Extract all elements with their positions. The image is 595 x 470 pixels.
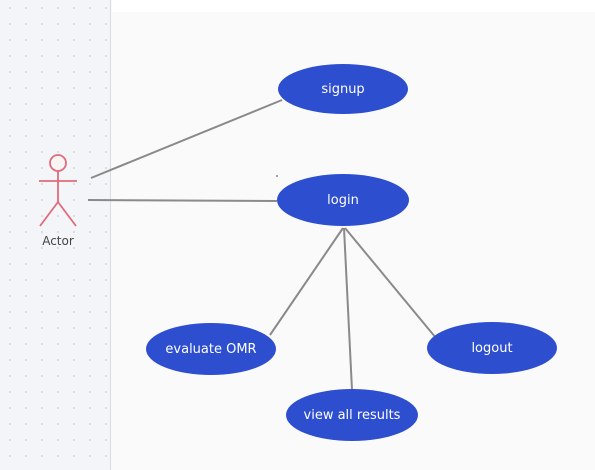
actor-left-leg: [39, 201, 59, 227]
actor-panel-grid: [0, 0, 110, 470]
use-case-login-label: login: [327, 193, 359, 208]
use-case-logout-label: logout: [471, 341, 512, 356]
use-case-signup[interactable]: signup: [278, 64, 408, 114]
actor-head: [49, 154, 67, 172]
associations: [87, 99, 437, 391]
association-actor-signup: [90, 99, 283, 179]
use-case-evaluate-omr[interactable]: evaluate OMR: [146, 323, 276, 375]
association-actor-login: [87, 199, 278, 202]
use-case-view-all-results[interactable]: view all results: [286, 389, 418, 441]
actor-label: Actor: [42, 234, 74, 248]
use-case-evaluate-omr-label: evaluate OMR: [165, 342, 256, 357]
stray-dot: [276, 175, 278, 177]
use-case-logout[interactable]: logout: [427, 322, 557, 374]
actor-figure[interactable]: [39, 154, 77, 227]
association-login-logout: [344, 227, 437, 339]
use-case-login[interactable]: login: [277, 174, 409, 226]
association-login-view-results: [343, 227, 353, 391]
use-case-signup-label: signup: [321, 82, 364, 97]
association-login-evaluate: [269, 227, 344, 336]
top-strip: [112, 0, 595, 12]
actor-right-leg: [57, 201, 77, 227]
use-case-view-all-results-label: view all results: [304, 408, 401, 423]
